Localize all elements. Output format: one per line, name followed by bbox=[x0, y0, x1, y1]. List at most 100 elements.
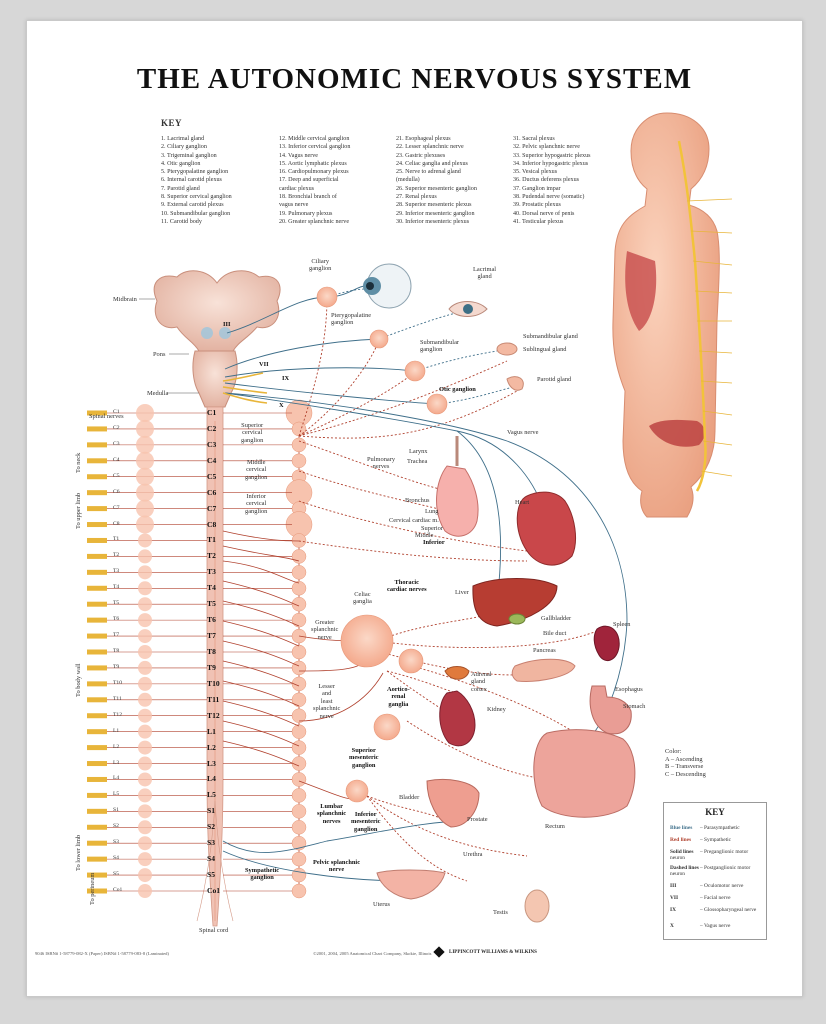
paravertebral-ganglion bbox=[138, 836, 152, 851]
paravertebral-ganglion bbox=[138, 613, 152, 628]
key-entry: 7. Parotid gland bbox=[161, 185, 200, 192]
paravertebral-ganglion bbox=[136, 451, 154, 470]
spinal-nerve-root bbox=[87, 474, 107, 480]
key-entry: vagus nerve bbox=[279, 202, 309, 209]
chain-ganglion bbox=[291, 581, 307, 596]
paravertebral-ganglion bbox=[136, 515, 154, 534]
label-lumbar-splanchnic: Lumbar splanchnic nerves bbox=[317, 803, 347, 825]
label-medulla: Medulla bbox=[147, 390, 169, 397]
label-bile-duct: Bile duct bbox=[543, 630, 567, 637]
spinal-nerve-label: C4 bbox=[113, 456, 120, 463]
label-celiac-ganglia: Celiac ganglia bbox=[353, 591, 372, 606]
key-entry: 35. Vesical plexus bbox=[513, 169, 558, 176]
label-superior-cervical: Superior cervical ganglion bbox=[241, 422, 264, 444]
pterygopalatine-ganglion bbox=[369, 329, 389, 349]
label-pons: Pons bbox=[153, 351, 166, 358]
paravertebral-ganglion bbox=[136, 435, 154, 454]
segment-label: Co1 bbox=[207, 886, 221, 895]
spinal-nerve-label: T1 bbox=[113, 536, 120, 543]
label-urethra: Urethra bbox=[463, 851, 483, 858]
chain-ganglion bbox=[291, 644, 307, 660]
segment-label: C7 bbox=[207, 503, 217, 513]
segment-label: L1 bbox=[207, 726, 216, 736]
label-to-neck: To neck bbox=[75, 452, 82, 473]
chain-ganglion bbox=[291, 851, 307, 867]
footer-isbn: 9046 ISBN# 1-58779-082-X (Paper) ISBN# 1… bbox=[35, 951, 169, 956]
key-entry: 20. Greater splanchnic nerve bbox=[279, 218, 350, 225]
legend-row: Dashed lines– Postganglionic motor neuro… bbox=[670, 865, 762, 877]
segment-label: T11 bbox=[207, 694, 220, 704]
key-entry: 6. Internal carotid plexus bbox=[161, 177, 222, 184]
segment-label: S5 bbox=[207, 870, 216, 880]
label-vagus-nerve: Vagus nerve bbox=[507, 429, 539, 436]
segment-label: S2 bbox=[207, 822, 216, 832]
spinal-nerve-root bbox=[87, 824, 107, 830]
segment-label: T8 bbox=[207, 647, 216, 656]
spinal-nerve-label: T3 bbox=[113, 568, 120, 575]
label-to-perineum: To perineum bbox=[89, 872, 96, 905]
spinal-nerve-root bbox=[87, 585, 107, 591]
segment-label: T6 bbox=[207, 615, 216, 625]
spinal-nerve-root bbox=[87, 792, 107, 798]
key-entry: 30. Inferior mesenteric plexus bbox=[396, 218, 470, 225]
spinal-nerve-label: S4 bbox=[113, 855, 119, 862]
spinal-nerve-root bbox=[87, 601, 107, 607]
key-entry: 9. External carotid plexus bbox=[161, 202, 224, 209]
key-entry: 28. Superior mesenteric plexus bbox=[396, 202, 472, 209]
spinal-nerve-root bbox=[87, 553, 107, 559]
liver bbox=[472, 578, 558, 627]
footer-publisher: LIPPINCOTT WILLIAMS & WILKINS bbox=[433, 946, 537, 958]
paravertebral-ganglion bbox=[136, 483, 154, 502]
legend-row: VII– Facial nerve bbox=[670, 895, 762, 901]
key-entry: 41. Testicular plexus bbox=[513, 218, 564, 225]
label-otic-ganglion: Otic ganglion bbox=[439, 386, 476, 393]
cranial-nerves bbox=[222, 372, 268, 404]
stomach bbox=[589, 685, 632, 735]
spinal-nerve-root bbox=[87, 665, 107, 671]
label-greater-splanchnic: Greater splanchnic nerve bbox=[311, 619, 339, 641]
color-key: Color: A – Ascending B – Transverse C – … bbox=[665, 748, 706, 778]
spinal-nerve-label: C1 bbox=[113, 409, 120, 415]
spinal-nerve-root bbox=[87, 808, 107, 814]
label-esophagus: Esophagus bbox=[615, 686, 643, 693]
key-entry: 2. Ciliary ganglion bbox=[161, 144, 207, 151]
intestines bbox=[533, 729, 636, 818]
key-entry: cardiac plexus bbox=[279, 185, 315, 192]
spinal-nerve-root bbox=[87, 840, 107, 846]
key-entry: 10. Submandibular ganglion bbox=[161, 210, 231, 217]
key-entry: 15. Aortic lymphatic plexus bbox=[279, 160, 347, 167]
eye bbox=[363, 263, 412, 309]
segment-label: T1 bbox=[207, 535, 216, 545]
key-entry: 13. Inferior cervical ganglion bbox=[279, 144, 351, 151]
spinal-nerve-root bbox=[87, 888, 107, 894]
spinal-nerve-root bbox=[87, 713, 107, 719]
legend-row: IX– Glossopharyngeal nerve bbox=[670, 907, 762, 913]
adrenal-gland bbox=[444, 666, 470, 680]
brain bbox=[153, 270, 281, 408]
segment-label: L5 bbox=[207, 790, 216, 800]
segment-label: C3 bbox=[207, 439, 217, 449]
segment-label: L2 bbox=[207, 742, 216, 752]
label-stomach: Stomach bbox=[623, 703, 646, 710]
chain-ganglion bbox=[291, 867, 307, 883]
label-sympathetic-ganglion: Sympathetic ganglion bbox=[245, 867, 280, 882]
spinal-nerve-label: C7 bbox=[113, 504, 120, 511]
paravertebral-ganglion bbox=[138, 533, 152, 548]
gallbladder bbox=[508, 613, 526, 625]
key-entry: 33. Superior hypogastric plexus bbox=[513, 152, 591, 159]
paravertebral-ganglion bbox=[138, 597, 152, 612]
legend-heading: KEY bbox=[705, 807, 725, 817]
footer-copyright: ©2001, 2004, 2005 Anatomical Chart Compa… bbox=[313, 951, 432, 956]
spleen bbox=[593, 625, 620, 662]
key-entry: 36. Ductus deferens plexus bbox=[513, 177, 579, 184]
legend-key: Solid lines bbox=[670, 849, 694, 855]
key-entry: 26. Superior mesenteric ganglion bbox=[396, 185, 477, 192]
label-bronchus: Bronchus bbox=[405, 497, 430, 504]
label-ciliary-ganglion: Ciliary ganglion bbox=[309, 258, 332, 273]
legend-value: – Sympathetic bbox=[700, 837, 731, 843]
legend-value: – Preganglionic motor neuron bbox=[670, 849, 749, 861]
spinal-nerve-label: L1 bbox=[113, 727, 120, 734]
kidney bbox=[439, 690, 476, 747]
chain-ganglion bbox=[291, 549, 307, 564]
